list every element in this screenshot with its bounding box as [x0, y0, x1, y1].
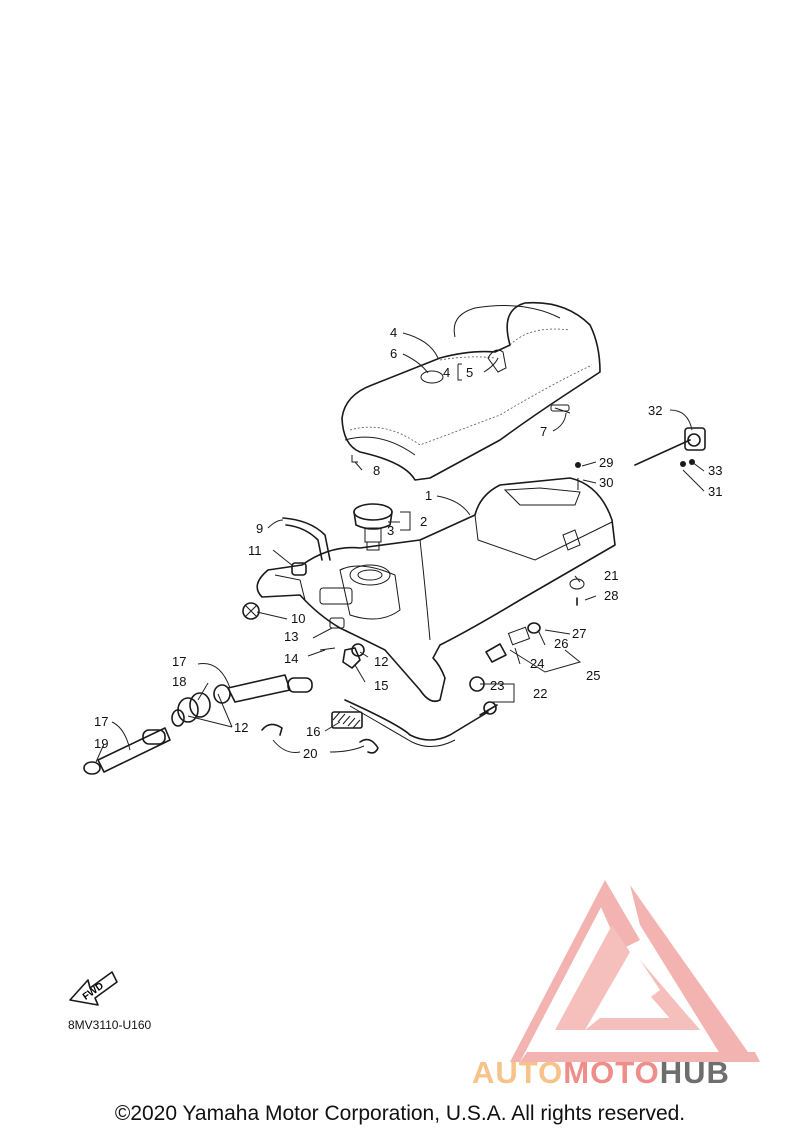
cable-32	[634, 427, 706, 467]
label-30: 30	[599, 475, 613, 490]
label-8: 8	[373, 463, 380, 478]
fuel-cap	[353, 503, 393, 551]
label-22: 22	[533, 686, 547, 701]
spring-16	[331, 711, 363, 729]
label-25: 25	[586, 668, 600, 683]
label-27: 27	[572, 626, 586, 641]
watermark-auto: AUTO	[472, 1055, 564, 1090]
label-20: 20	[303, 746, 317, 761]
label-18: 18	[172, 674, 186, 689]
drawing-code: 8MV3110-U160	[68, 1018, 152, 1032]
label-19: 19	[94, 736, 108, 751]
fwd-arrow	[69, 971, 118, 1006]
label-33: 33	[708, 463, 722, 478]
watermark-moto: MOTO	[563, 1055, 660, 1090]
fuel-cock-15	[319, 643, 365, 669]
grommet-10	[242, 602, 260, 620]
label-16: 16	[306, 724, 320, 739]
copyright-notice: ©2020 Yamaha Motor Corporation, U.S.A. A…	[114, 1102, 686, 1125]
part-labels: 4 6 4 5 7 8 1 2 3 9 11 10 13 14 12 15 17…	[94, 325, 722, 761]
label-5: 5	[466, 365, 473, 380]
label-12-right: 12	[374, 654, 388, 669]
label-28: 28	[604, 588, 618, 603]
seat-base	[256, 477, 616, 703]
label-13: 13	[284, 629, 298, 644]
leader-lines	[95, 332, 705, 763]
label-23: 23	[490, 678, 504, 693]
switch-assembly	[485, 622, 541, 663]
watermark-logo	[510, 880, 760, 1062]
label-1: 1	[425, 488, 432, 503]
label-2: 2	[420, 514, 427, 529]
label-9: 9	[256, 521, 263, 536]
label-3: 3	[387, 523, 394, 538]
label-31: 31	[708, 484, 722, 499]
watermark-text: AUTOMOTOHUB	[472, 1055, 730, 1091]
watermark-hub: HUB	[659, 1055, 730, 1090]
hose-17-upper	[213, 674, 313, 704]
hose-9	[282, 517, 331, 561]
label-32: 32	[648, 403, 662, 418]
label-11: 11	[248, 543, 262, 558]
label-17-top: 17	[172, 654, 186, 669]
label-14: 14	[284, 651, 298, 666]
hose-17-lower	[83, 727, 171, 775]
label-10: 10	[291, 611, 305, 626]
fuel-filter-18	[171, 692, 211, 727]
washer-21	[569, 578, 585, 590]
label-12-left: 12	[234, 720, 248, 735]
clip-11	[291, 562, 307, 576]
label-26: 26	[554, 636, 568, 651]
label-6: 6	[390, 346, 397, 361]
label-4-top: 4	[390, 325, 397, 340]
band-20-left	[261, 723, 283, 736]
band-20-right	[359, 738, 379, 754]
label-15: 15	[374, 678, 388, 693]
label-24: 24	[530, 656, 544, 671]
nut-29	[575, 462, 581, 468]
label-4-mid: 4	[443, 365, 450, 380]
seat	[341, 301, 601, 481]
label-17-bottom: 17	[94, 714, 108, 729]
label-29: 29	[599, 455, 613, 470]
label-21: 21	[604, 568, 618, 583]
label-7: 7	[540, 424, 547, 439]
